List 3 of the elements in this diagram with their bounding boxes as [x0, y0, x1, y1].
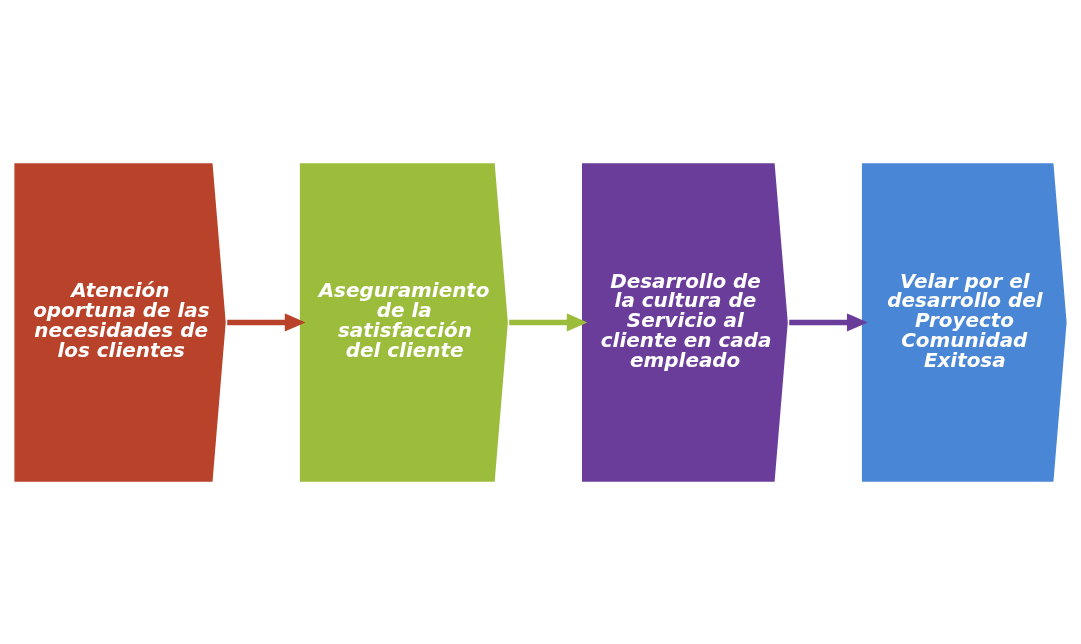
arrow: [509, 312, 588, 332]
arrow: [227, 312, 306, 332]
arrow: [789, 312, 868, 332]
